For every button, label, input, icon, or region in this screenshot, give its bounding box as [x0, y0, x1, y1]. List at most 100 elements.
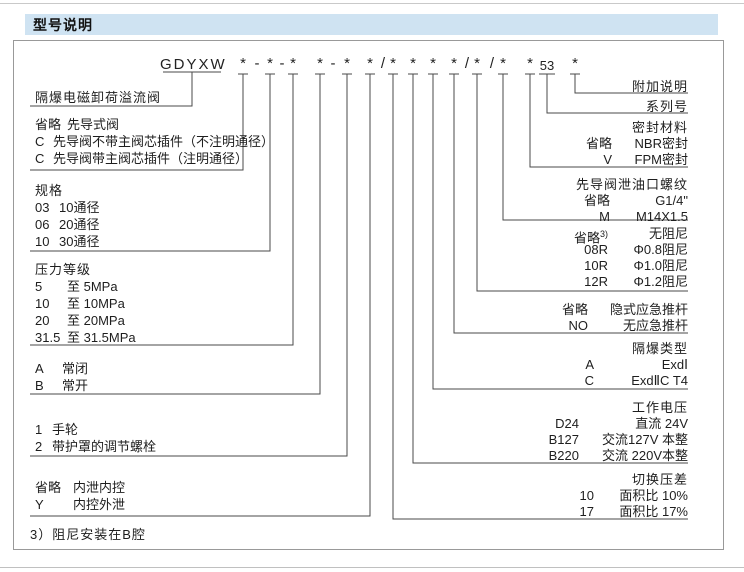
option-code: V [603, 152, 612, 167]
option-label: 面积比 10% [619, 488, 688, 503]
option-row: 2 带护罩的调节螺栓 [35, 438, 156, 455]
option-code: 17 [579, 504, 594, 519]
option-code: 省略 [35, 117, 62, 132]
option-row: A 常闭 [35, 360, 88, 377]
page-title: 型号说明 [33, 16, 93, 33]
option-code: Y [35, 497, 44, 512]
option-label: Φ0.8阻尼 [633, 242, 688, 257]
code-symbol: * [527, 55, 533, 72]
option-code: C [35, 151, 45, 166]
section-additional-note: 附加说明 [632, 79, 688, 95]
model-diagram-box [13, 40, 724, 550]
option-code: 31.5 [35, 330, 61, 345]
option-code: 省略3) [573, 229, 608, 246]
option-code: D24 [555, 416, 579, 431]
option-label: Φ1.0阻尼 [633, 258, 688, 273]
option-row: 20 至 20MPa [35, 312, 136, 329]
code-separator: / [489, 55, 495, 72]
option-code: 10 [579, 488, 594, 503]
option-label: FPM密封 [634, 152, 688, 167]
option-row: 08R Φ0.8阻尼 [574, 242, 688, 258]
option-label: 直流 24V [635, 416, 688, 431]
option-label: 10通径 [59, 200, 100, 215]
option-row: 5 至 5MPa [35, 278, 136, 295]
option-label: 带护罩的调节螺栓 [52, 439, 157, 454]
option-code: 10 [35, 296, 50, 311]
section-series-number: 系列号 [646, 99, 688, 115]
section-switching-pressure-diff: 切换压差 10 面积比 10% 17 面积比 17% [580, 472, 688, 520]
footnote-marker: 3) [599, 229, 608, 239]
option-row: 1 手轮 [35, 421, 156, 438]
option-row: 10R Φ1.0阻尼 [574, 258, 688, 274]
option-row: 省略3) 无阻尼 [573, 226, 688, 246]
option-code: 20 [35, 313, 50, 328]
code-separator: - [279, 55, 285, 72]
option-label: 隐式应急推杆 [609, 302, 688, 317]
section-control-drain: 省略 内泄内控 Y 内控外泄 [35, 479, 125, 513]
code-symbol: * [572, 55, 578, 72]
option-row: Y 内控外泄 [35, 496, 125, 513]
option-row: 省略 NBR密封 [586, 136, 688, 152]
option-code: M [599, 209, 610, 224]
option-label: 先导阀带主阀芯插件（注明通径） [53, 151, 249, 166]
option-code: 03 [35, 200, 50, 215]
option-label: 常开 [62, 378, 89, 393]
option-row: NO 无应急推杆 [562, 318, 689, 334]
option-code: 08R [584, 242, 608, 257]
option-row: A ExdⅠ [585, 357, 688, 373]
option-code: 06 [35, 217, 50, 232]
code-symbol: * [451, 55, 457, 72]
option-label: 手轮 [52, 422, 79, 437]
section-title: 工作电压 [631, 400, 688, 415]
option-label: 至 31.5MPa [67, 330, 136, 345]
option-label: 先导阀不带主阀芯插件（不注明通径） [53, 134, 275, 149]
section-title: 系列号 [645, 99, 688, 114]
page-bottom-rule [0, 567, 744, 568]
code-separator: / [464, 55, 470, 72]
option-row: C 先导阀不带主阀芯插件（不注明通径） [35, 133, 274, 150]
option-code: 省略 [583, 193, 610, 208]
option-code: 12R [584, 274, 608, 289]
option-code: B220 [548, 448, 579, 463]
option-row: C 先导阀带主阀芯插件（注明通径） [35, 150, 274, 167]
section-title: 压力等级 [35, 262, 92, 277]
option-row: B220 交流 220V本整 [549, 448, 688, 464]
option-row: M M14X1.5 [576, 209, 688, 225]
option-label: 交流127V 本整 [602, 432, 688, 447]
section-title: 附加说明 [631, 79, 688, 94]
option-label: G1/4" [655, 193, 688, 208]
option-row: B 常开 [35, 377, 88, 394]
option-code: C [584, 373, 594, 388]
option-row: D24 直流 24V [549, 416, 688, 432]
section-title: 密封材料 [631, 120, 688, 135]
option-code: 1 [35, 422, 43, 437]
option-code: 10 [35, 234, 50, 249]
option-label: 无阻尼 [648, 226, 688, 241]
option-code: 省略 [35, 480, 62, 495]
option-code: B [35, 378, 44, 393]
code-symbol: * [500, 55, 506, 72]
code-separator: / [380, 55, 386, 72]
section-drain-port-thread: 先导阀泄油口螺纹 省略 G1/4" M M14X1.5 [576, 177, 688, 225]
code-symbol: * [474, 55, 480, 72]
option-row: 省略 G1/4" [576, 193, 688, 209]
option-code: A [585, 357, 594, 372]
option-label: 先导式阀 [67, 117, 120, 132]
section-title: 隔爆类型 [631, 341, 688, 356]
section-title: 切换压差 [631, 472, 688, 487]
option-row: 省略 隐式应急推杆 [562, 302, 688, 318]
option-label: 交流 220V本整 [602, 448, 688, 463]
section-header-band: 型号说明 [25, 14, 718, 35]
option-code: 5 [35, 279, 43, 294]
option-label: 无应急推杆 [622, 318, 688, 333]
option-row: 省略 内泄内控 [35, 479, 125, 496]
option-code: C [35, 134, 45, 149]
code-symbol: * [390, 55, 396, 72]
option-row: 03 10通径 [35, 199, 99, 216]
option-code: A [35, 361, 44, 376]
option-label: Φ1.2阻尼 [633, 274, 688, 289]
option-code: 省略 [561, 302, 588, 317]
option-row: 31.5 至 31.5MPa [35, 329, 136, 346]
